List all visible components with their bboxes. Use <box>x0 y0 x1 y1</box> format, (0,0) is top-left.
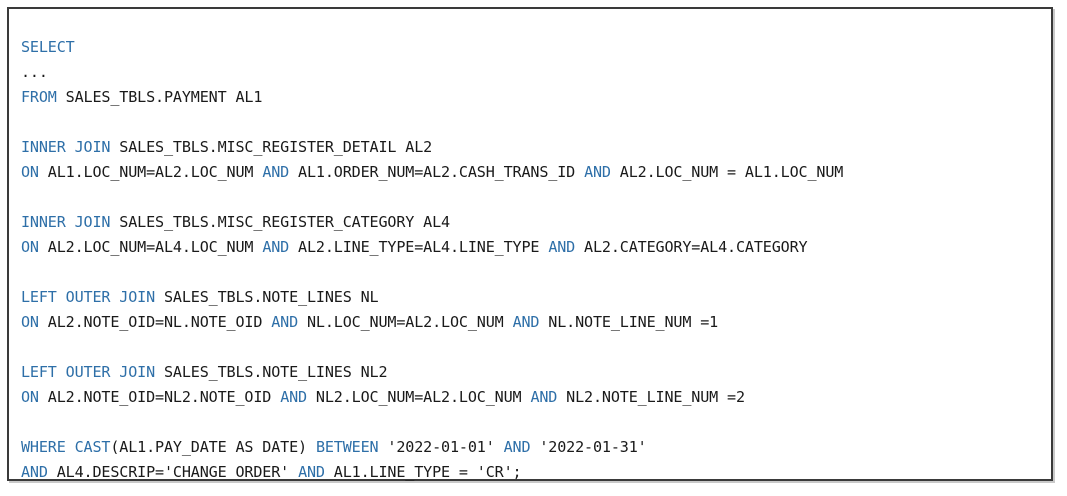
sql-keyword: ON <box>21 238 39 257</box>
sql-keyword: AND <box>503 438 531 457</box>
sql-text: AL2.LOC_NUM=AL4.LOC_NUM <box>38 238 263 257</box>
sql-text: AL2.NOTE_OID=NL.NOTE_OID <box>38 313 272 332</box>
sql-keyword: CAST <box>74 438 111 457</box>
sql-keyword: AND <box>262 163 290 182</box>
sql-text: AL1.LINE_TYPE = 'CR'; <box>324 463 522 482</box>
sql-keyword: WHERE <box>21 438 66 457</box>
code-line <box>21 185 1051 210</box>
code-line <box>21 335 1051 360</box>
sql-keyword: AND <box>584 163 611 182</box>
sql-text: AL1.LOC_NUM=AL2.LOC_NUM <box>38 163 263 182</box>
sql-text: AL2.NOTE_OID=NL2.NOTE_OID <box>38 388 281 407</box>
code-line: ON AL2.NOTE_OID=NL2.NOTE_OID AND NL2.LOC… <box>21 385 1051 410</box>
sql-text: AL2.LINE_TYPE=AL4.LINE_TYPE <box>289 238 549 257</box>
sql-code-block[interactable]: SELECT... FROM SALES_TBLS.PAYMENT AL1 INN… <box>9 24 1051 485</box>
sql-keyword: SELECT <box>21 38 75 57</box>
code-line: WHERE CAST(AL1.PAY_DATE AS DATE) BETWEEN… <box>21 435 1051 460</box>
code-line: ... <box>21 60 1051 85</box>
code-line: ON AL2.LOC_NUM=AL4.LOC_NUM AND AL2.LINE_… <box>21 235 1051 260</box>
sql-keyword: AND <box>530 388 558 407</box>
code-line: INNER JOIN SALES_TBLS.MISC_REGISTER_DETA… <box>21 135 1051 160</box>
sql-text: NL2.NOTE_LINE_NUM =2 <box>557 388 745 407</box>
sql-text: '2022-01-31' <box>530 438 647 457</box>
code-snippet-frame: SELECT... FROM SALES_TBLS.PAYMENT AL1 INN… <box>7 7 1053 481</box>
code-line: INNER JOIN SALES_TBLS.MISC_REGISTER_CATE… <box>21 210 1051 235</box>
sql-text: NL.NOTE_LINE_NUM =1 <box>539 313 719 332</box>
sql-keyword: INNER JOIN <box>21 213 111 232</box>
code-line: FROM SALES_TBLS.PAYMENT AL1 <box>21 85 1051 110</box>
sql-keyword: ON <box>21 163 39 182</box>
code-line: LEFT OUTER JOIN SALES_TBLS.NOTE_LINES NL… <box>21 360 1051 385</box>
sql-text: ... <box>21 63 48 82</box>
code-line <box>21 260 1051 285</box>
sql-keyword: BETWEEN <box>315 438 379 457</box>
sql-keyword: AND <box>548 238 576 257</box>
sql-text: (AL1.PAY_DATE AS DATE) <box>110 438 316 457</box>
sql-keyword: AND <box>21 463 48 482</box>
sql-keyword: INNER JOIN <box>21 138 111 157</box>
code-line <box>21 410 1051 435</box>
code-line <box>21 110 1051 135</box>
sql-text: SALES_TBLS.NOTE_LINES NL2 <box>155 363 388 382</box>
code-line: LEFT OUTER JOIN SALES_TBLS.NOTE_LINES NL <box>21 285 1051 310</box>
sql-text: AL4.DESCRIP='CHANGE ORDER' <box>47 463 299 482</box>
sql-text: AL2.CATEGORY=AL4.CATEGORY <box>575 238 808 257</box>
sql-keyword: AND <box>280 388 307 407</box>
sql-keyword: LEFT OUTER JOIN <box>21 288 156 307</box>
code-line: ON AL1.LOC_NUM=AL2.LOC_NUM AND AL1.ORDER… <box>21 160 1051 185</box>
sql-text <box>66 438 75 456</box>
sql-text: SALES_TBLS.NOTE_LINES NL <box>155 288 379 307</box>
sql-keyword: ON <box>21 388 39 407</box>
sql-keyword: AND <box>298 463 325 482</box>
sql-keyword: FROM <box>21 88 57 107</box>
sql-text: SALES_TBLS.MISC_REGISTER_DETAIL AL2 <box>110 138 433 157</box>
code-line: ON AL2.NOTE_OID=NL.NOTE_OID AND NL.LOC_N… <box>21 310 1051 335</box>
sql-keyword: AND <box>512 313 540 332</box>
sql-keyword: ON <box>21 313 39 332</box>
sql-text: NL2.LOC_NUM=AL2.LOC_NUM <box>307 388 531 407</box>
code-line: SELECT <box>21 35 1051 60</box>
sql-text: NL.LOC_NUM=AL2.LOC_NUM <box>298 313 513 332</box>
code-line: AND AL4.DESCRIP='CHANGE ORDER' AND AL1.L… <box>21 460 1051 485</box>
sql-text: AL1.ORDER_NUM=AL2.CASH_TRANS_ID <box>289 163 585 182</box>
sql-keyword: LEFT OUTER JOIN <box>21 363 156 382</box>
sql-keyword: AND <box>262 238 290 257</box>
sql-text: SALES_TBLS.MISC_REGISTER_CATEGORY AL4 <box>110 213 450 232</box>
sql-text: AL2.LOC_NUM = AL1.LOC_NUM <box>610 163 844 182</box>
sql-text: '2022-01-01' <box>378 438 504 457</box>
sql-keyword: AND <box>271 313 299 332</box>
sql-text: SALES_TBLS.PAYMENT AL1 <box>56 88 263 107</box>
